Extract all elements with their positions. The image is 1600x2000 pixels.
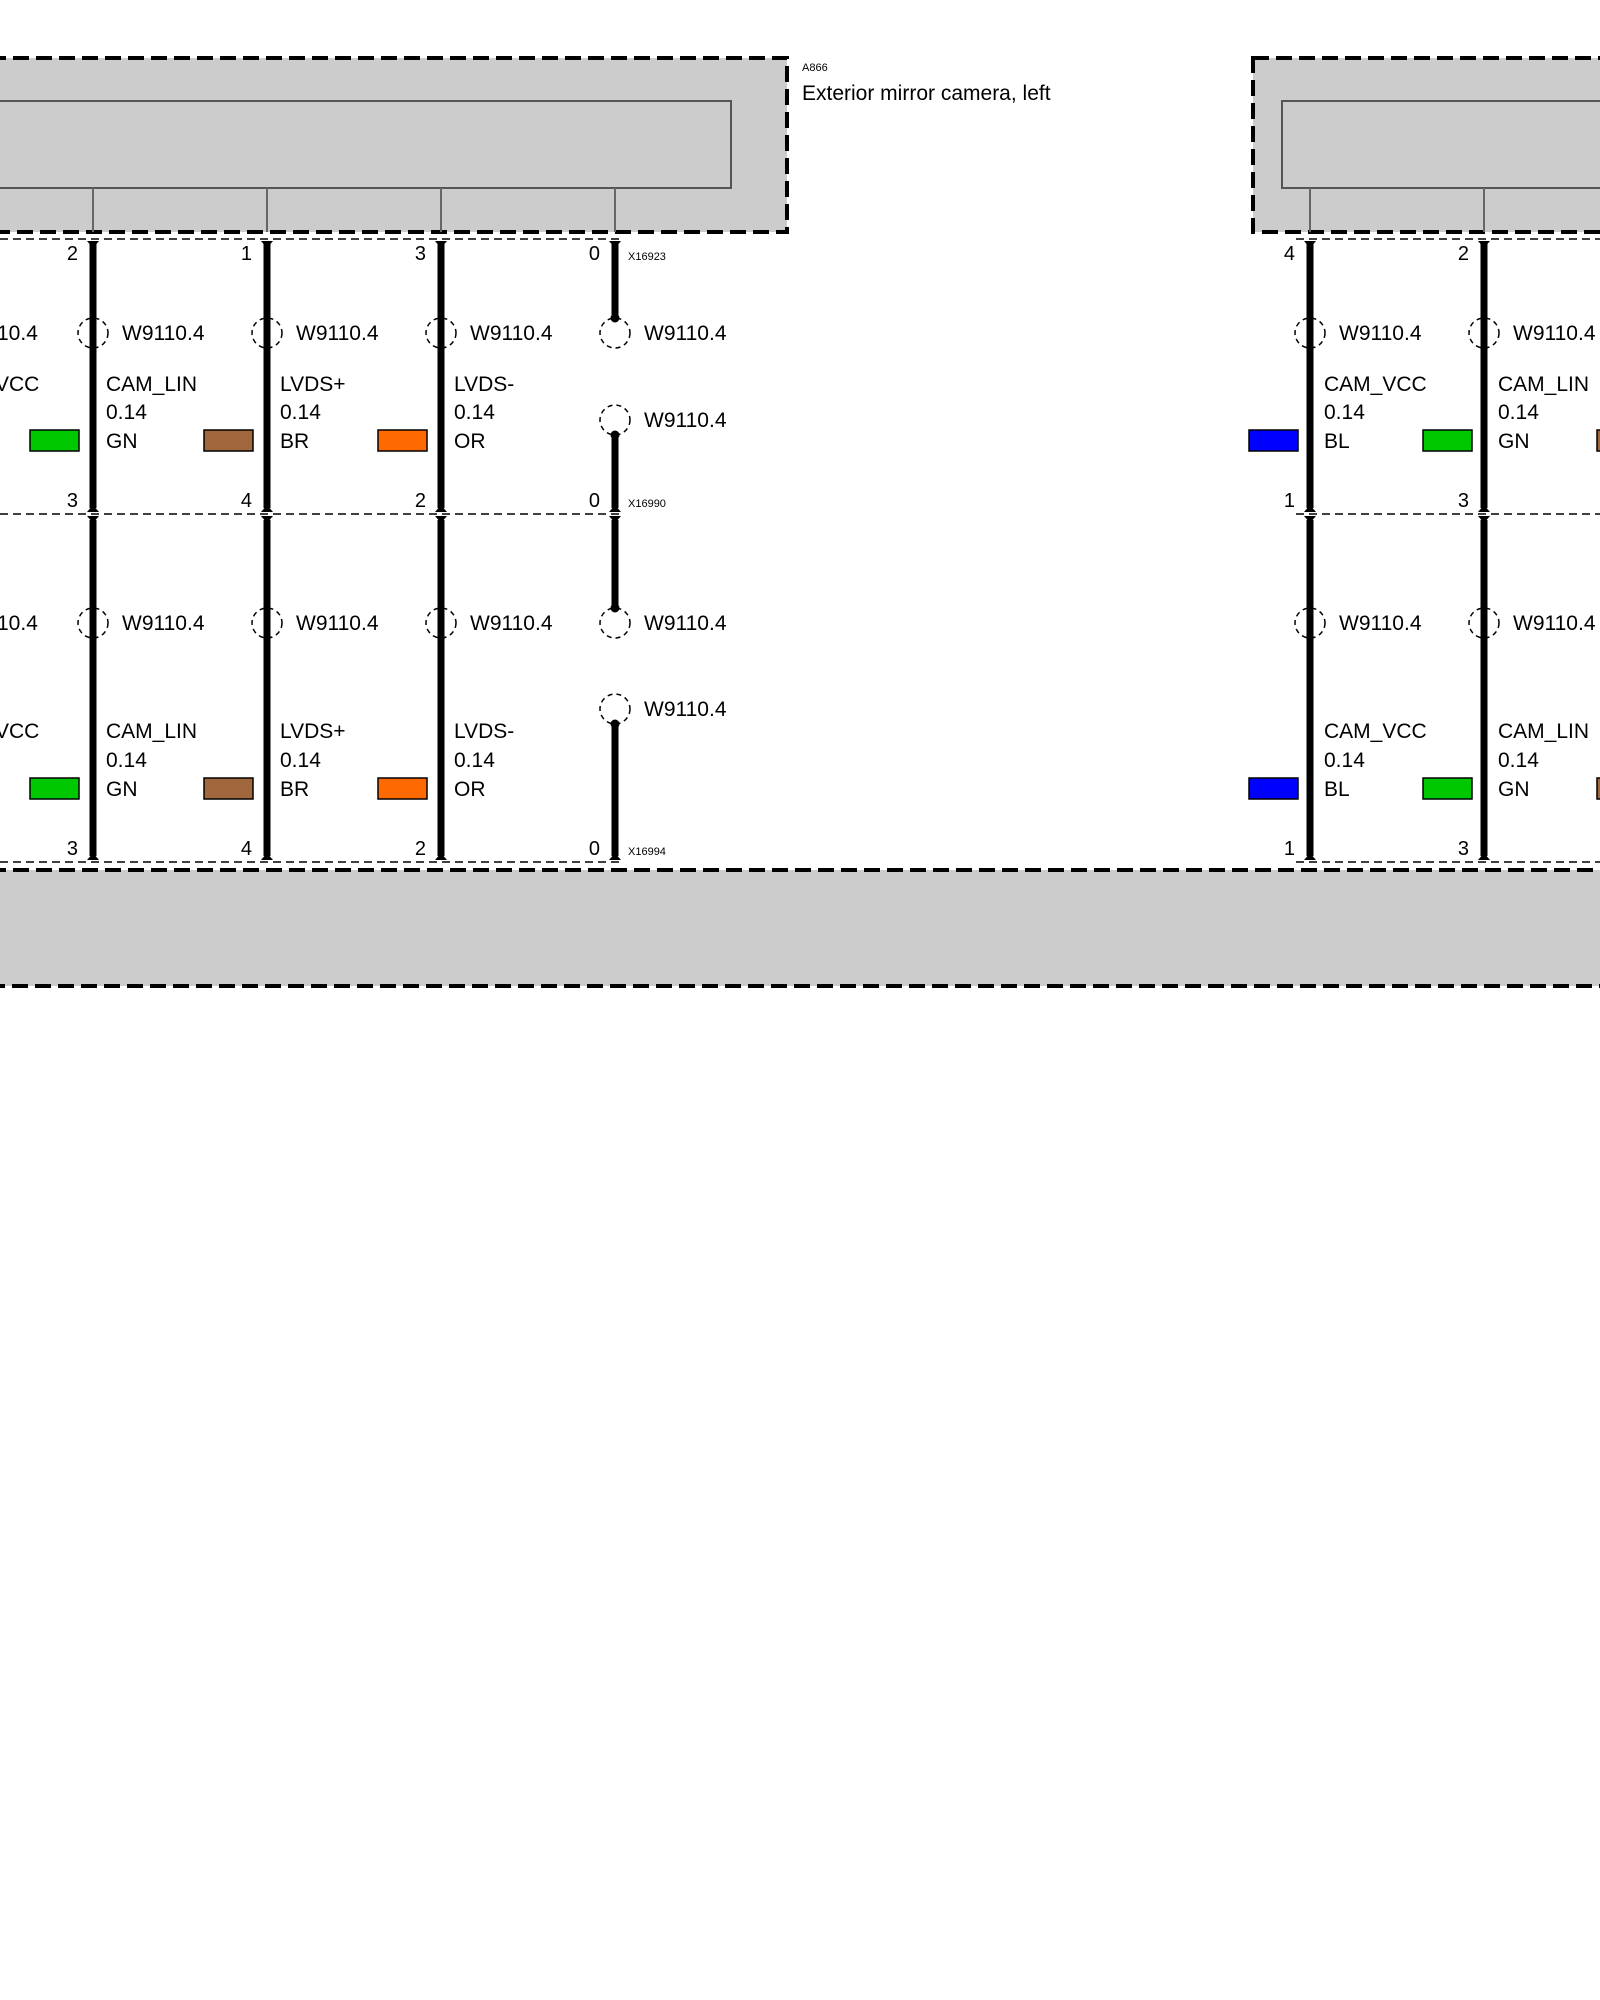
wire-color-code: OR: [454, 430, 486, 453]
wire-size: 0.14: [1324, 401, 1365, 424]
wire-size: 0.14: [280, 749, 321, 772]
wire-id-label: W9110.4: [122, 322, 205, 345]
wire-size: 0.14: [106, 749, 147, 772]
pin-number: 4: [241, 838, 252, 860]
connector-label-bottom: X16994: [628, 846, 666, 858]
shield-drain-dots: [610, 313, 620, 729]
wire-color-code: BL: [1324, 778, 1350, 801]
wire-size: 0.14: [280, 401, 321, 424]
signal-name: CAM_VCC: [1324, 373, 1427, 396]
swatch-gn-right-upper: [1422, 429, 1473, 452]
wire-id-label: W9110.4: [644, 698, 727, 721]
pin-number: 2: [67, 243, 78, 265]
wire-color-code: BL: [1324, 430, 1350, 453]
signal-name: CAM_LIN: [1498, 720, 1589, 743]
wire-id-label: 10.4: [0, 322, 38, 345]
camera-module-right: [1251, 56, 1600, 234]
component-id: A866: [802, 62, 828, 74]
signal-name: LVDS+: [280, 720, 346, 743]
wire-color-code: GN: [106, 778, 138, 801]
signal-name: CAM_LIN: [1498, 373, 1589, 396]
swatch-bl-right-upper: [1248, 429, 1299, 452]
color-swatches: [29, 429, 1600, 800]
pin-number: 3: [415, 243, 426, 265]
wire-size: 0.14: [1324, 749, 1365, 772]
pin-number: 2: [1458, 243, 1469, 265]
signal-name: CAM_LIN: [106, 720, 197, 743]
connector-label-middle: X16990: [628, 498, 666, 510]
wire-size: 0.14: [1498, 749, 1539, 772]
wire-id-labels: 10.4 W9110.4 W9110.4 W9110.4 W9110.4 W91…: [0, 322, 1596, 721]
wire-color-code: BR: [280, 430, 309, 453]
swatch-gn-lower: [29, 777, 80, 800]
pin-number: 3: [1458, 490, 1469, 512]
wire-color-code: GN: [1498, 778, 1530, 801]
pin-number: 4: [241, 490, 252, 512]
signal-name: CAM_LIN: [106, 373, 197, 396]
connector-label-top: X16923: [628, 251, 666, 263]
signal-name: LVDS-: [454, 373, 514, 396]
wire-id-label: W9110.4: [1339, 322, 1422, 345]
wire-size: 0.14: [106, 401, 147, 424]
swatch-or-lower: [377, 777, 428, 800]
pin-number: 1: [241, 243, 252, 265]
module-pin-leads-left: [92, 188, 616, 232]
wire-size: 0.14: [1498, 401, 1539, 424]
pin-number: 4: [1284, 243, 1295, 265]
wire-id-label: W9110.4: [1513, 612, 1596, 635]
wire-id-label: W9110.4: [470, 322, 553, 345]
signal-name: VCC: [0, 373, 39, 396]
pin-number: 0: [589, 243, 600, 265]
wire-size: 0.14: [454, 401, 495, 424]
swatch-br-upper: [203, 429, 254, 452]
wire-id-label: W9110.4: [1339, 612, 1422, 635]
wire-size: 0.14: [454, 749, 495, 772]
pin-number: 3: [67, 838, 78, 860]
module-pin-leads-right: [1309, 188, 1485, 232]
signal-name: LVDS+: [280, 373, 346, 396]
wire-id-label: 10.4: [0, 612, 38, 635]
wire-color-code: GN: [1498, 430, 1530, 453]
swatch-or-upper: [377, 429, 428, 452]
pin-numbers: 2 1 3 0 3 4 2 0 3 4 2 0 4 2 1 3 1 3: [67, 243, 1469, 860]
pin-number: 0: [589, 838, 600, 860]
pin-number: 2: [415, 838, 426, 860]
signal-labels: VCC VCC CAM_LIN 0.14 GN LVDS+ 0.14 BR LV…: [0, 373, 1589, 801]
signal-name: VCC: [0, 720, 39, 743]
module-inner-left: [0, 100, 732, 189]
wire-id-label: W9110.4: [644, 409, 727, 432]
wire-id-label: W9110.4: [296, 322, 379, 345]
pin-number: 3: [1458, 838, 1469, 860]
swatch-bl-right-lower: [1248, 777, 1299, 800]
pin-number: 1: [1284, 490, 1295, 512]
wire-id-label: W9110.4: [470, 612, 553, 635]
camera-module-left: [0, 56, 789, 234]
twist-circles: [77, 317, 1500, 725]
pin-number: 3: [67, 490, 78, 512]
wire-id-label: W9110.4: [644, 322, 727, 345]
pin-number: 2: [415, 490, 426, 512]
swatch-clipped-lower: [1596, 777, 1600, 800]
wire-color-code: BR: [280, 778, 309, 801]
component-title: Exterior mirror camera, left: [802, 82, 1051, 105]
swatch-gn-upper: [29, 429, 80, 452]
swatch-br-lower: [203, 777, 254, 800]
wire-end-tips: [87, 241, 1490, 860]
wire-id-label: W9110.4: [644, 612, 727, 635]
wire-id-label: W9110.4: [122, 612, 205, 635]
pin-number: 0: [589, 490, 600, 512]
wire-id-label: W9110.4: [1513, 322, 1596, 345]
wire-id-label: W9110.4: [296, 612, 379, 635]
control-unit-body: [0, 868, 1600, 988]
swatch-gn-right-lower: [1422, 777, 1473, 800]
module-inner-right: [1281, 100, 1600, 189]
wire-color-code: OR: [454, 778, 486, 801]
signal-name: LVDS-: [454, 720, 514, 743]
pin-number: 1: [1284, 838, 1295, 860]
wire-color-code: GN: [106, 430, 138, 453]
swatch-clipped-upper: [1596, 429, 1600, 452]
signal-name: CAM_VCC: [1324, 720, 1427, 743]
